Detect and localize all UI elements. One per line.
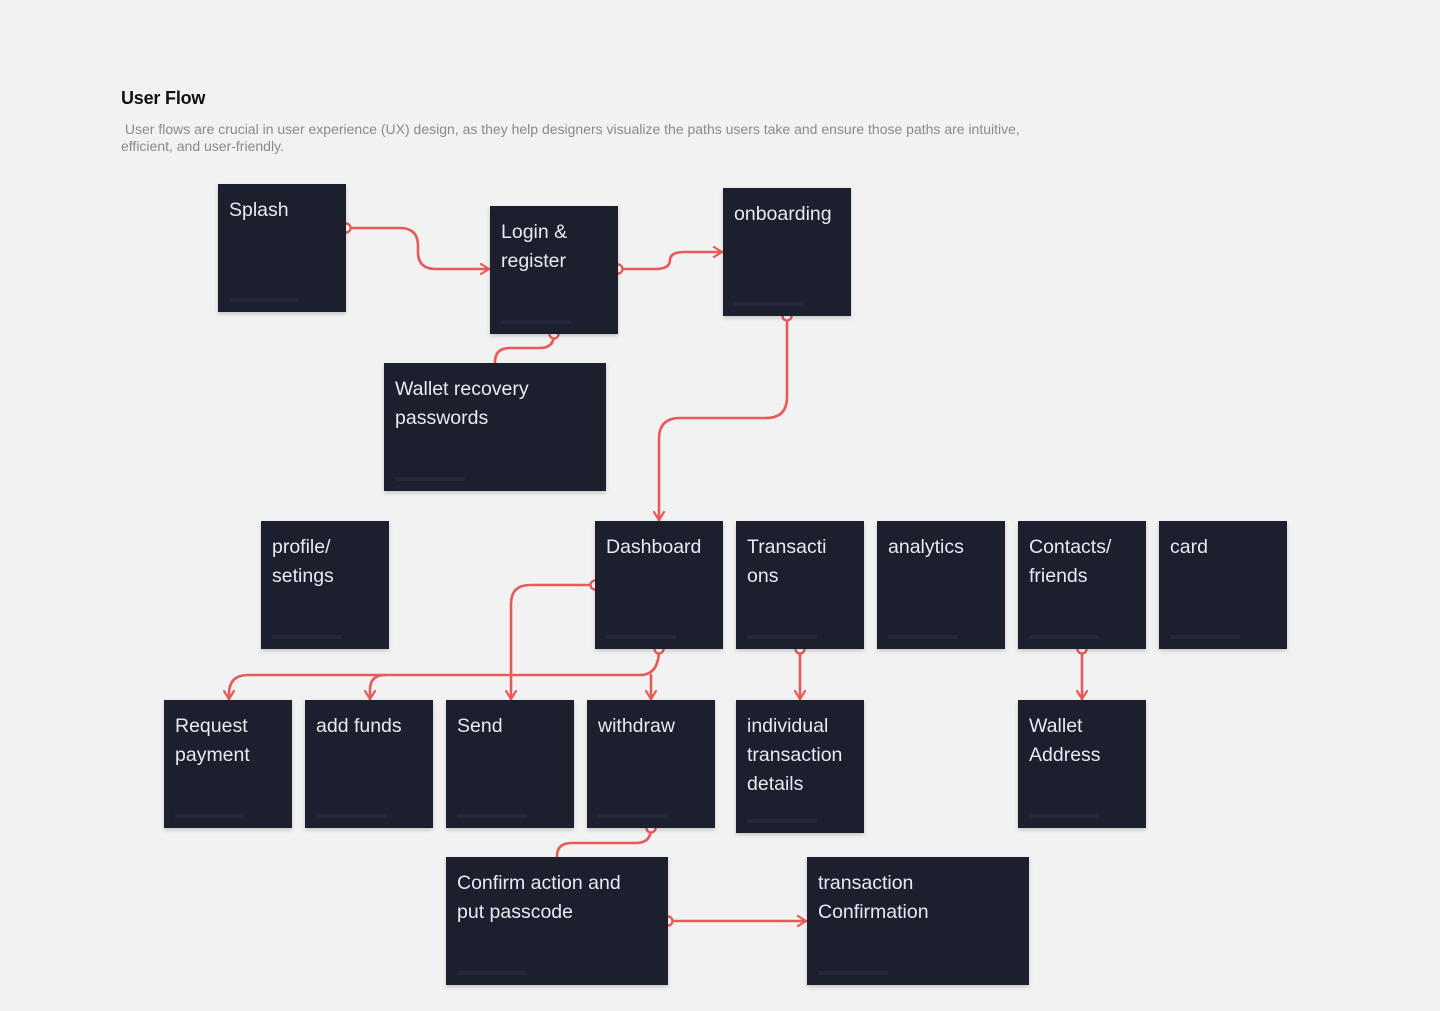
node-transaction-details[interactable]: individual transaction details [736,700,864,833]
node-note [175,814,245,818]
node-withdraw[interactable]: withdraw [587,700,715,828]
node-note [1170,635,1240,639]
node-card[interactable]: card [1159,521,1287,649]
node-note [395,477,465,481]
node-label: Splash [229,199,289,221]
node-note [888,635,958,639]
node-note [747,635,817,639]
node-note [747,819,817,823]
edge-dashboard-send [511,583,597,701]
node-label: profile/ setings [272,536,334,587]
node-note [734,302,804,306]
edge-dashboard-add-funds [370,673,387,701]
node-label: Wallet recovery passwords [395,378,529,429]
node-transaction-confirmation[interactable]: transaction Confirmation [807,857,1029,985]
node-label: analytics [888,536,964,558]
node-note [1029,814,1099,818]
node-note [316,814,386,818]
node-request-payment[interactable]: Request payment [164,700,292,828]
node-label: Send [457,715,503,737]
edge-login-wallet-recovery [493,332,556,364]
edge-onboarding-dashboard [659,314,789,522]
node-profile[interactable]: profile/ setings [261,521,389,649]
node-note [457,971,527,975]
node-note [598,814,668,818]
node-label: Dashboard [606,536,702,558]
node-note [229,298,299,302]
node-label: add funds [316,715,402,737]
node-note [818,971,888,975]
node-label: individual transaction details [747,715,843,795]
node-login[interactable]: Login & register [490,206,618,334]
node-label: Contacts/ friends [1029,536,1112,587]
node-wallet-address[interactable]: Wallet Address [1018,700,1146,828]
node-label: Transacti ons [747,536,827,587]
page-title: User Flow [121,88,206,108]
node-dashboard[interactable]: Dashboard [595,521,723,649]
node-note [606,635,676,639]
edge-dashboard-request-payment [229,647,661,701]
node-send[interactable]: Send [446,700,574,828]
node-note [457,814,527,818]
node-label: Wallet Address [1029,715,1101,766]
node-splash[interactable]: Splash [218,184,346,312]
page-description: User flows are crucial in user experienc… [121,121,1024,154]
node-contacts[interactable]: Contacts/ friends [1018,521,1146,649]
edge-splash-login [344,226,491,269]
edge-login-onboarding [616,252,724,271]
node-add-funds[interactable]: add funds [305,700,433,828]
node-label: card [1170,536,1208,558]
node-label: transaction Confirmation [818,872,929,923]
edge-withdraw-confirm [555,826,653,858]
node-label: Request payment [175,715,250,766]
node-note [501,320,571,324]
node-transactions[interactable]: Transacti ons [736,521,864,649]
node-label: onboarding [734,203,832,225]
node-analytics[interactable]: analytics [877,521,1005,649]
node-label: Confirm action and put passcode [457,872,621,923]
node-onboarding[interactable]: onboarding [723,188,851,316]
node-confirm-passcode[interactable]: Confirm action and put passcode [446,857,668,985]
node-label: withdraw [598,715,675,737]
node-note [272,635,342,639]
node-note [1029,635,1099,639]
node-label: Login & register [501,221,568,272]
node-wallet-recovery[interactable]: Wallet recovery passwords [384,363,606,491]
